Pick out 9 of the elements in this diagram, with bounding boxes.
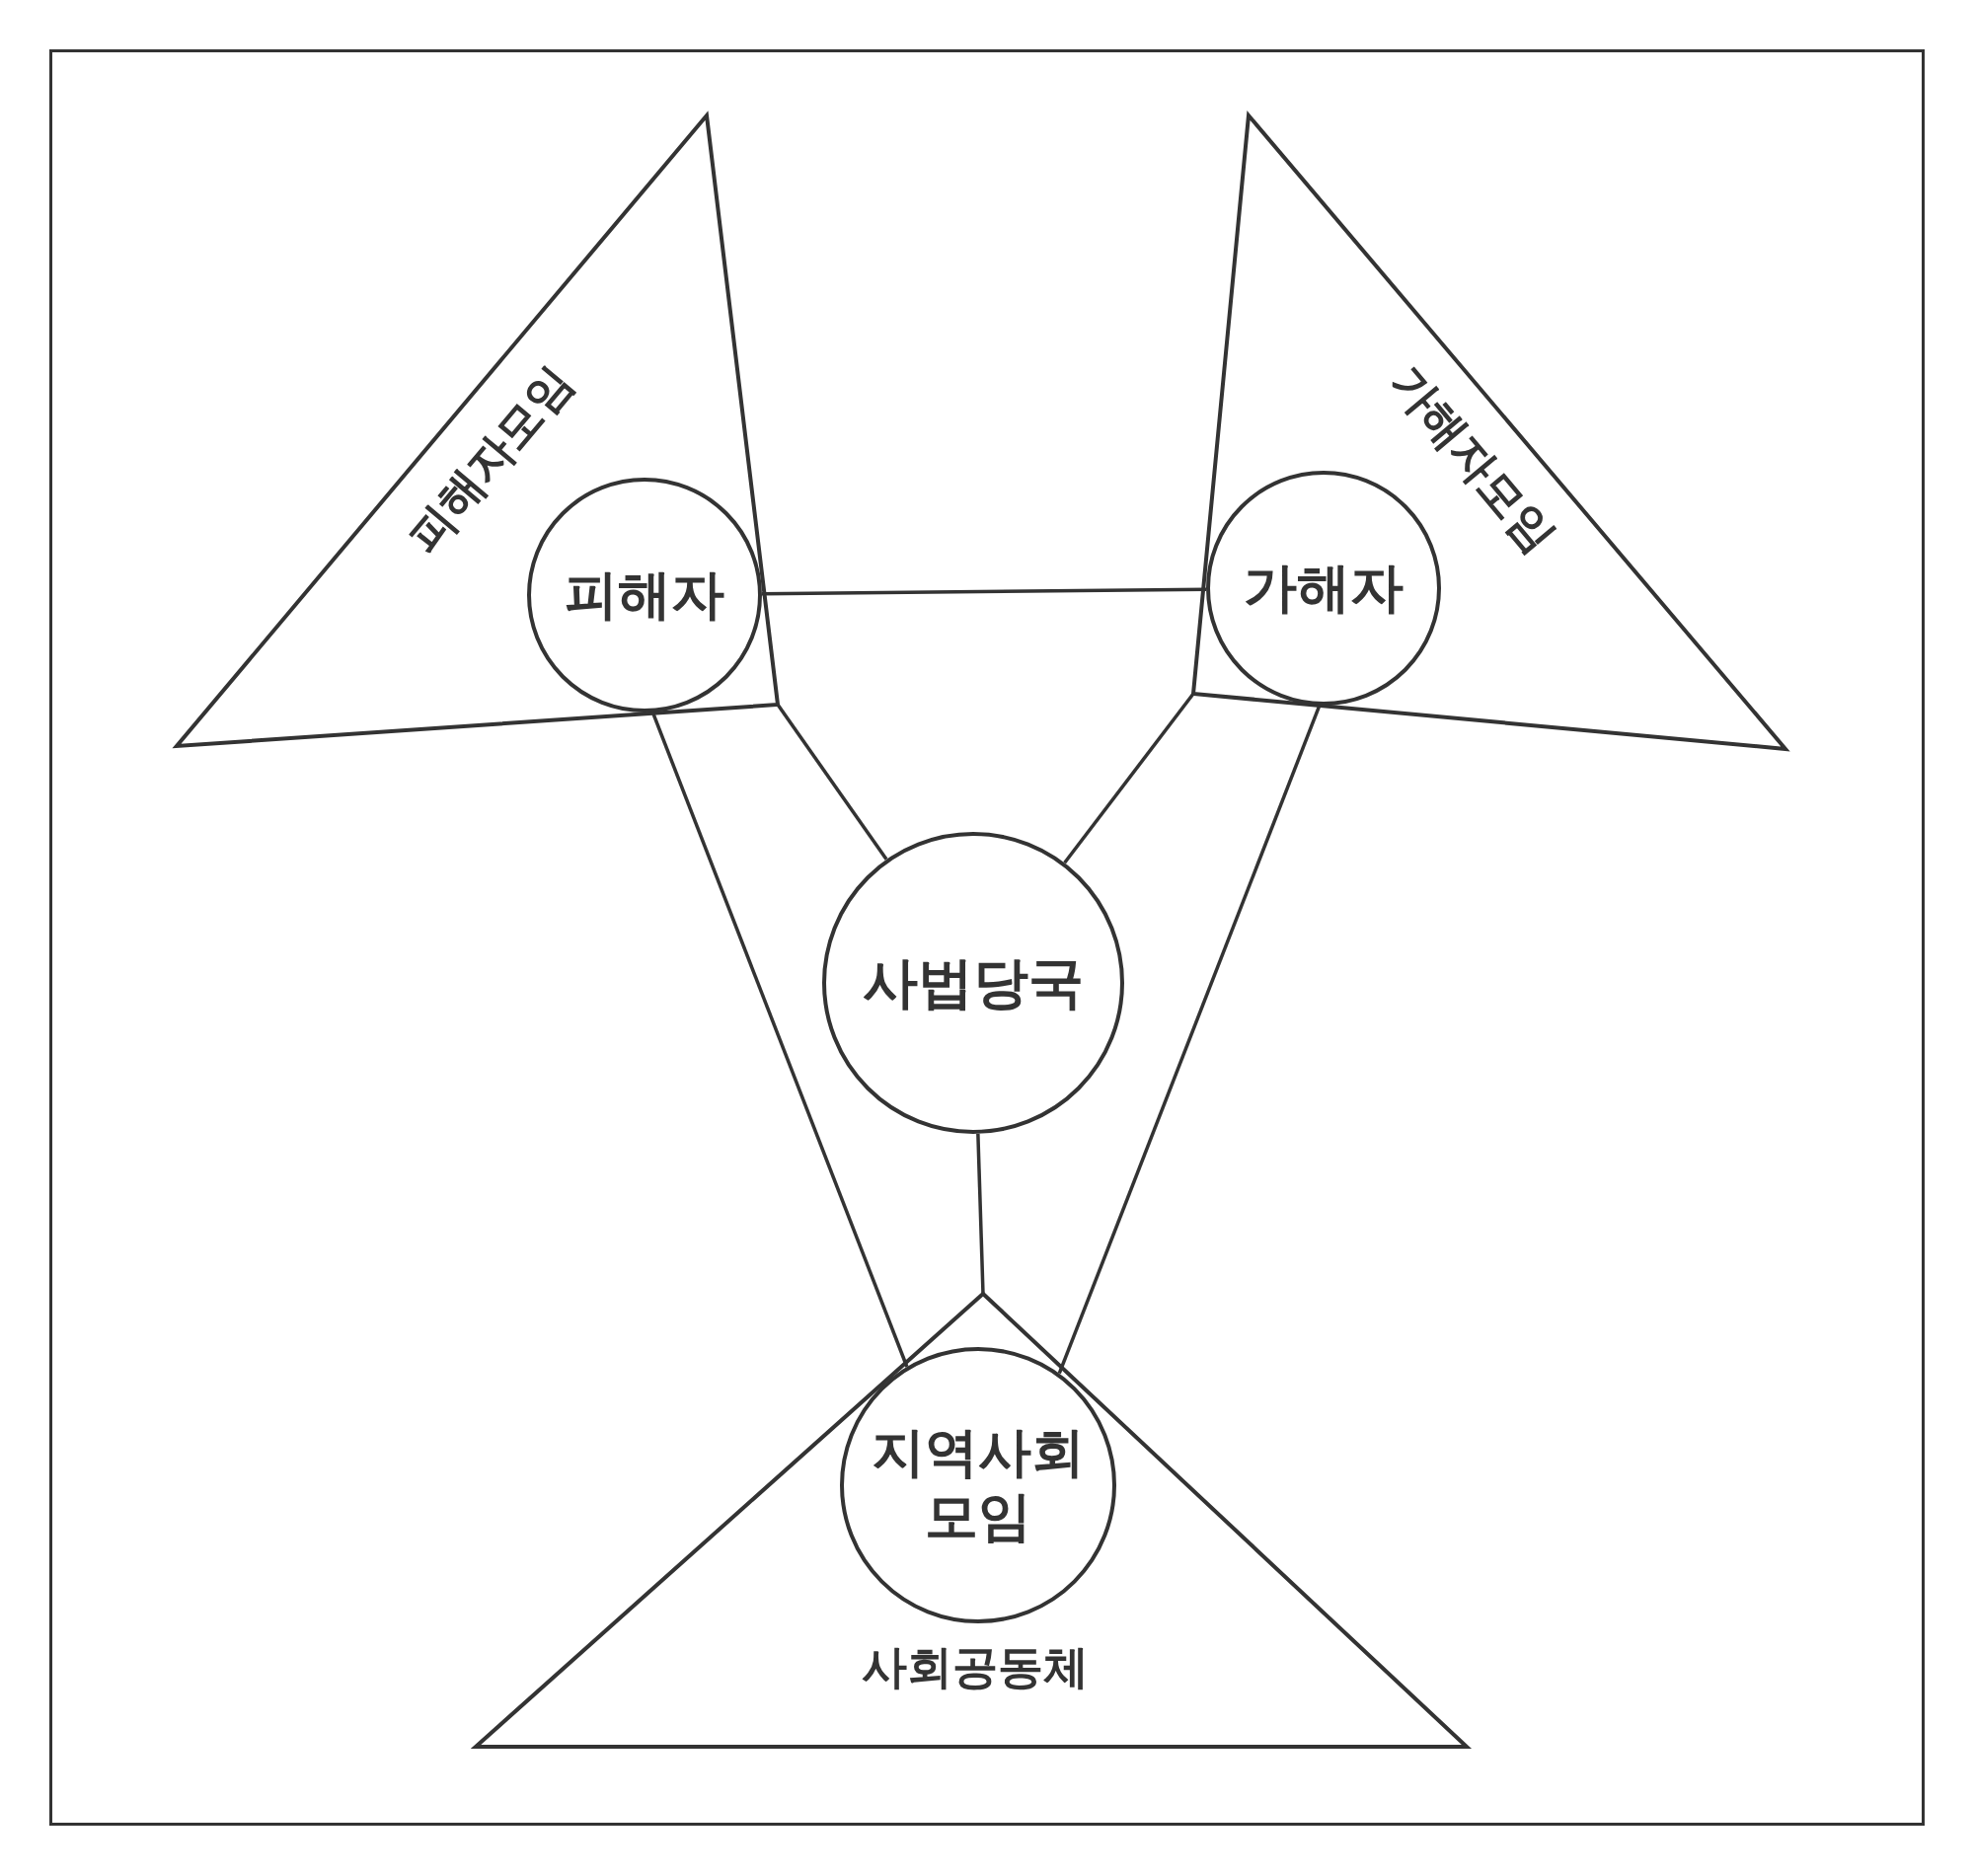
node-label: 피해자 <box>565 563 724 628</box>
node-label: 지역사회 모임 <box>871 1421 1086 1549</box>
connector-line <box>1057 705 1322 1375</box>
connector-line <box>776 704 888 861</box>
connector-line <box>976 1133 985 1295</box>
group-label: 사회공동체 <box>862 1639 1089 1695</box>
node-label: 사법당국 <box>863 949 1084 1016</box>
connector-line <box>1063 692 1195 864</box>
node-label: 가해자 <box>1244 556 1404 621</box>
